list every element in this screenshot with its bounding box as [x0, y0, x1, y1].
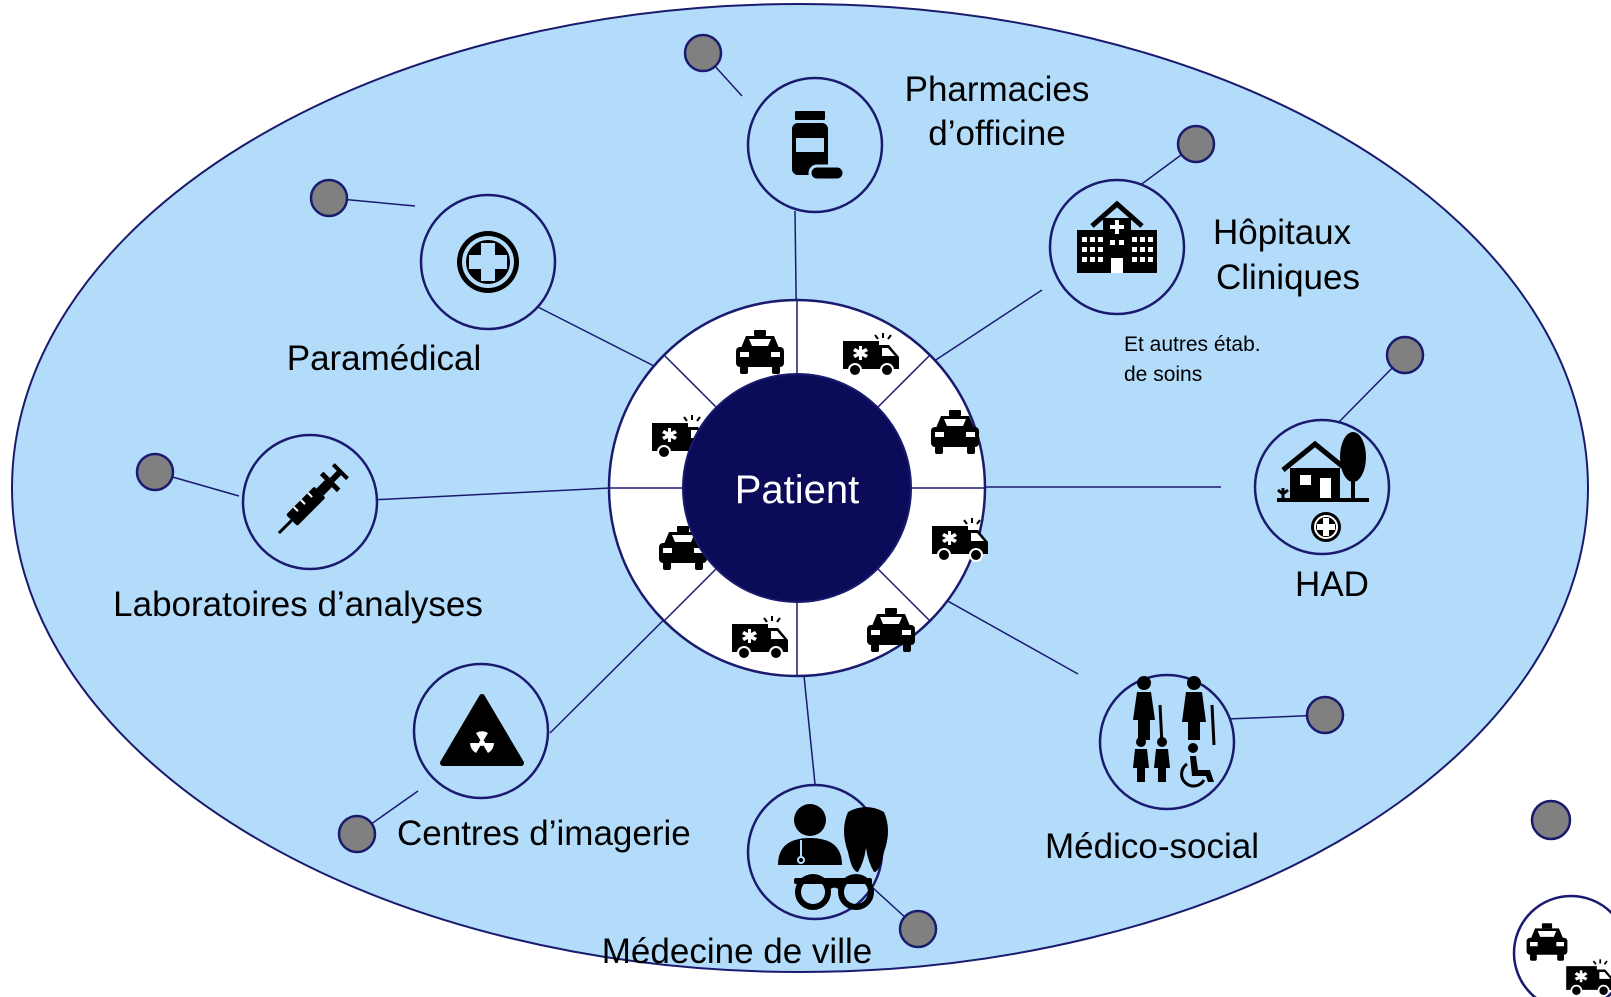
endpoint-dots	[135, 33, 1572, 949]
label-pharmacies-1: Pharmacies	[905, 70, 1090, 109]
label-laboratoires: Laboratoires d’analyses	[113, 585, 483, 624]
patient-label: Patient	[735, 468, 860, 512]
note-hopitaux-2: de soins	[1124, 363, 1202, 386]
syringe-icon	[277, 463, 349, 535]
node-medecine-ville	[746, 783, 888, 921]
node-imagerie	[412, 662, 550, 800]
node-had	[1253, 418, 1391, 556]
node-medico-social	[1098, 673, 1236, 811]
note-hopitaux-1: Et autres étab.	[1124, 333, 1261, 356]
label-medecine-ville: Médecine de ville	[602, 932, 872, 971]
label-imagerie: Centres d’imagerie	[397, 814, 691, 853]
label-pharmacies-2: d’officine	[928, 114, 1066, 153]
hospital-icon	[1077, 200, 1157, 273]
label-had: HAD	[1295, 565, 1369, 604]
node-pharmacies	[746, 76, 884, 214]
radiation-icon	[440, 694, 524, 766]
label-hopitaux-1: Hôpitaux	[1213, 213, 1352, 252]
elderly-disabled-icon	[1133, 676, 1216, 788]
label-paramedical: Paramédical	[287, 339, 482, 378]
medicine-bottle-icon	[792, 111, 846, 182]
transport-node-partial	[1512, 894, 1611, 997]
label-medico-social: Médico-social	[1045, 827, 1259, 866]
doctor-tooth-glasses-icon	[778, 804, 888, 910]
label-hopitaux-2: Cliniques	[1216, 258, 1360, 297]
node-paramedical	[419, 193, 557, 331]
patient-circle	[682, 373, 912, 603]
medical-cross-icon	[457, 231, 519, 293]
node-hopitaux	[1048, 178, 1186, 316]
home-care-icon	[1277, 432, 1369, 542]
node-laboratoires	[241, 433, 379, 571]
